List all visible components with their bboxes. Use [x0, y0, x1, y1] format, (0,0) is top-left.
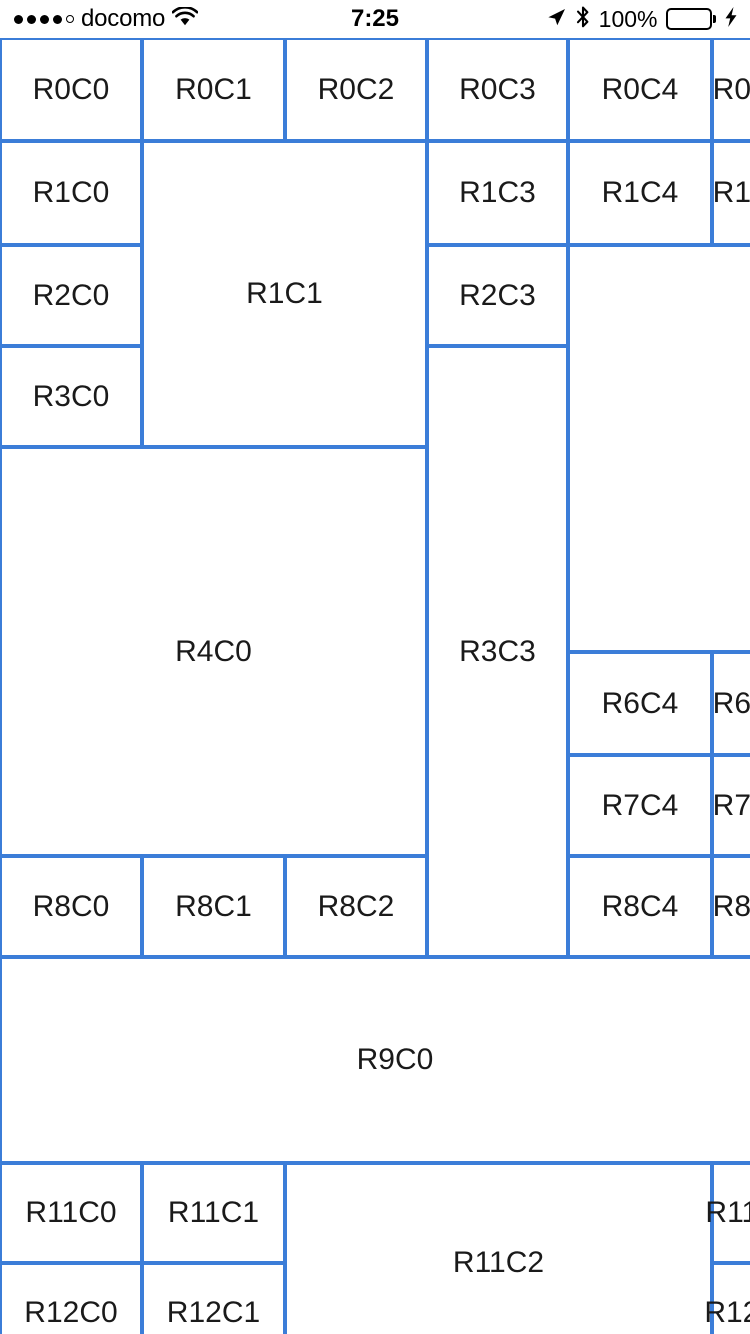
grid-cell-r12c0[interactable]: R12C0: [0, 1263, 142, 1334]
grid-cell-r1c3[interactable]: R1C3: [427, 141, 568, 245]
grid-cell-r7c4[interactable]: R7C4: [568, 755, 712, 856]
grid-cell-r8c0[interactable]: R8C0: [0, 856, 142, 957]
grid-cell-r11c2[interactable]: R11C2: [285, 1163, 712, 1334]
grid-cell-r8c1[interactable]: R8C1: [142, 856, 285, 957]
signal-dot-1: [14, 14, 23, 24]
grid-cell-r0c5[interactable]: R0C5: [712, 38, 750, 141]
grid-cell-r2c0[interactable]: R2C0: [0, 245, 142, 346]
status-bar-center: 7:25: [0, 0, 750, 38]
grid-cell-r11c0[interactable]: R11C0: [0, 1163, 142, 1263]
grid-cell-empty[interactable]: [568, 245, 750, 652]
ios-status-bar: docomo 7:25 100%: [0, 0, 750, 38]
signal-dot-5: [66, 15, 74, 23]
battery-body: [665, 8, 712, 30]
grid-cell-r12c1[interactable]: R12C1: [142, 1263, 285, 1334]
grid-cell-r1c5[interactable]: R1C5: [712, 141, 750, 245]
bluetooth-icon: [575, 5, 591, 34]
grid-cell-r0c3[interactable]: R0C3: [427, 38, 568, 141]
grid-cell-r3c0[interactable]: R3C0: [0, 346, 142, 447]
battery-percent-label: 100%: [598, 5, 658, 32]
grid-cell-r1c1[interactable]: R1C1: [142, 141, 427, 447]
signal-dot-2: [27, 14, 36, 24]
grid-cell-r4c0[interactable]: R4C0: [0, 447, 427, 856]
signal-dot-3: [40, 14, 49, 24]
grid-cell-r7c5[interactable]: R7C5: [712, 755, 750, 856]
grid-cell-r6c5[interactable]: R6C5: [712, 652, 750, 755]
grid-cell-r12c5[interactable]: R12C5: [704, 1263, 750, 1334]
grid-cell-r0c0[interactable]: R0C0: [0, 38, 142, 141]
grid-cell-r1c4[interactable]: R1C4: [568, 141, 712, 245]
clock: 7:25: [350, 5, 400, 32]
grid-cell-r0c1[interactable]: R0C1: [142, 38, 285, 141]
grid-cell-r8c2[interactable]: R8C2: [285, 856, 427, 957]
grid-cell-r8c4[interactable]: R8C4: [568, 856, 712, 957]
grid-cell-r2c3[interactable]: R2C3: [427, 245, 568, 346]
grid-cell-r9c0[interactable]: R9C0: [0, 957, 750, 1163]
status-bar-right: 100%: [545, 0, 738, 38]
grid-cell-r3c3[interactable]: R3C3: [427, 346, 568, 957]
layout-grid: R0C0R0C1R0C2R0C3R0C4R0C5R1C0R1C1R1C3R1C4…: [0, 38, 750, 1334]
grid-cell-r6c4[interactable]: R6C4: [568, 652, 712, 755]
grid-cell-r1c0[interactable]: R1C0: [0, 141, 142, 245]
wifi-icon: [171, 5, 199, 32]
lightning-bolt-icon: [724, 6, 738, 33]
grid-cell-r0c2[interactable]: R0C2: [285, 38, 427, 141]
carrier-name: docomo: [81, 5, 166, 32]
battery-icon: [665, 8, 716, 30]
signal-dot-4: [53, 14, 62, 24]
grid-cell-r11c5[interactable]: R11C5: [705, 1163, 750, 1263]
battery-cap: [713, 15, 716, 23]
grid-cell-r11c1[interactable]: R11C1: [142, 1163, 285, 1263]
grid-cell-r8c5[interactable]: R8C5: [712, 856, 750, 957]
signal-strength-dots: [14, 14, 74, 24]
status-bar-left: docomo: [14, 0, 199, 38]
grid-cell-r0c4[interactable]: R0C4: [568, 38, 712, 141]
location-arrow-icon: [545, 6, 567, 33]
